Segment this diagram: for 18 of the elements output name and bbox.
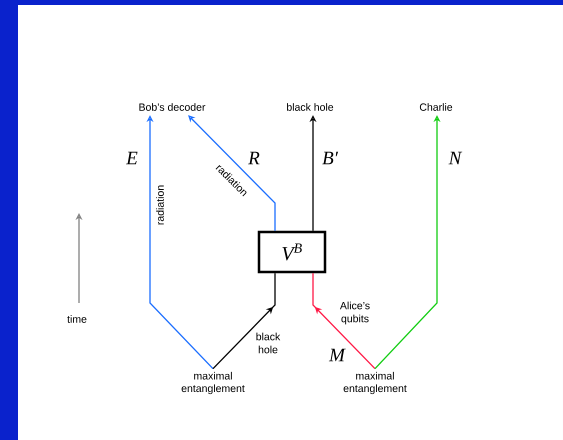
source-label: maximal entanglement bbox=[182, 372, 245, 394]
edge-label: radiation bbox=[156, 186, 164, 224]
system-symbol: R bbox=[248, 152, 260, 164]
system-symbol: E bbox=[126, 152, 138, 164]
edge-label: black hole bbox=[256, 332, 280, 354]
source-label: maximal entanglement bbox=[344, 372, 407, 394]
endpoint-label: Charlie bbox=[420, 103, 452, 111]
system-symbol: N bbox=[448, 152, 462, 164]
endpoint-label: black hole bbox=[287, 103, 334, 111]
arrow bbox=[312, 273, 376, 370]
system-symbol: M bbox=[328, 348, 346, 362]
system-symbol: B′ bbox=[322, 152, 338, 164]
arrow bbox=[212, 273, 276, 370]
axis-label: time bbox=[67, 315, 86, 323]
endpoint-label: Bob’s decoder bbox=[139, 103, 206, 111]
unitary-box: V$^{B}$ bbox=[258, 230, 326, 274]
arrow bbox=[188, 115, 276, 231]
edge-label: Alice’s qubits bbox=[340, 302, 370, 324]
